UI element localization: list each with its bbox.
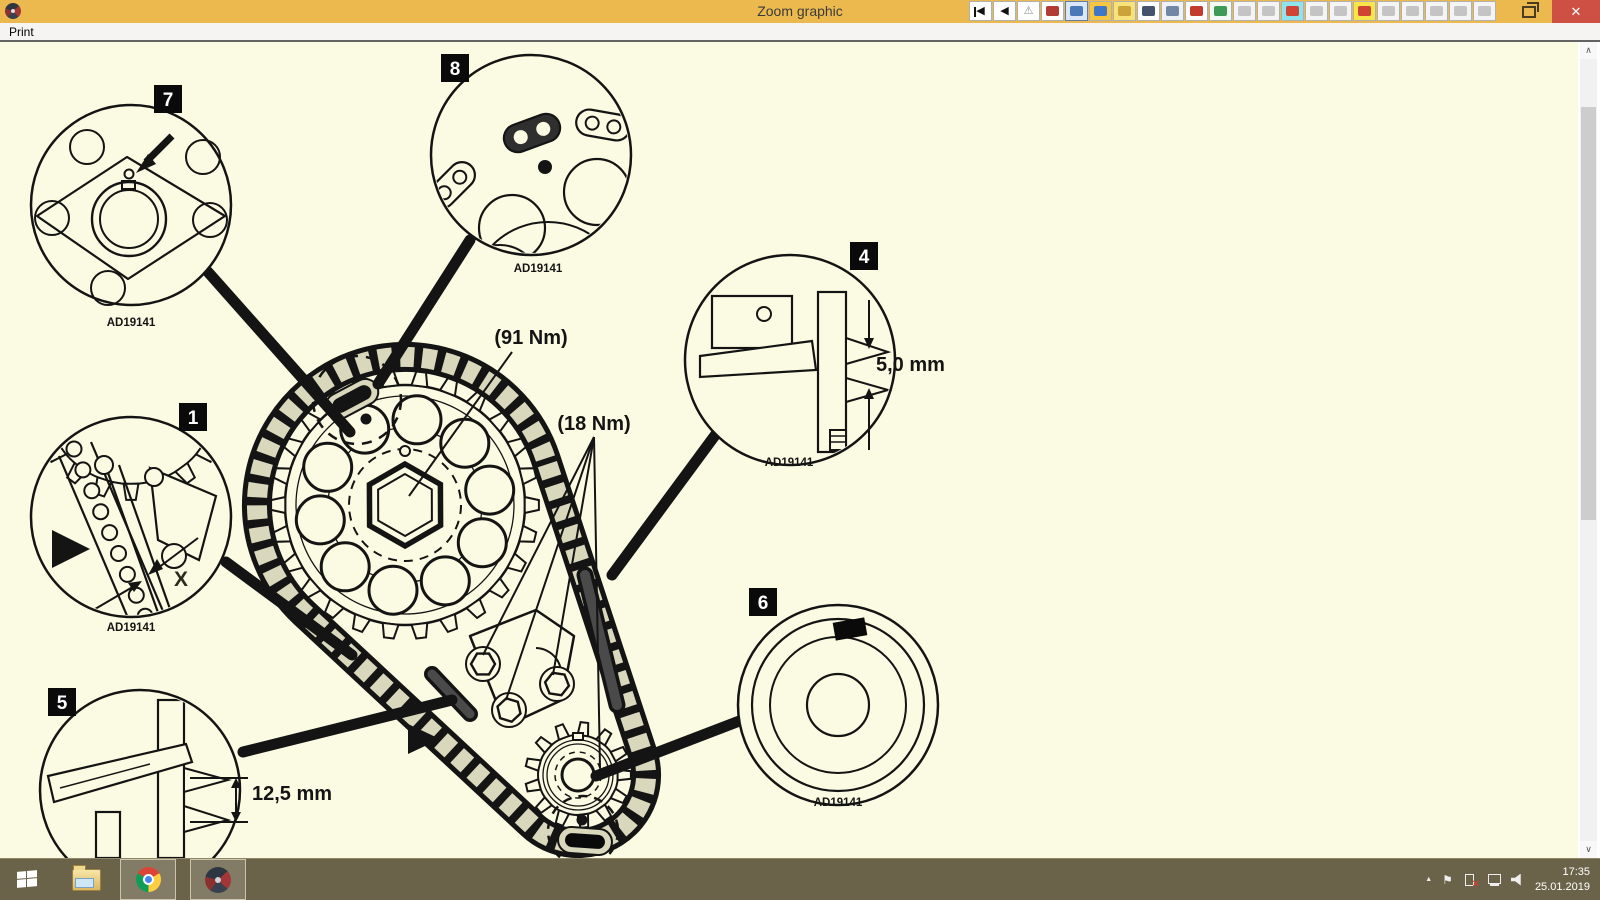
tools-icon[interactable]: [1065, 1, 1088, 21]
chrome-icon: [135, 867, 161, 892]
volume-icon[interactable]: [1510, 873, 1521, 886]
mechanic-icon[interactable]: [1377, 1, 1400, 21]
callout-number-box: [48, 688, 76, 716]
callout-7-number: 7: [163, 90, 174, 111]
callout-1-number: 1: [188, 408, 199, 429]
web-icon[interactable]: [1089, 1, 1112, 21]
taskbar-clock[interactable]: 17:35 25.01.2019: [1535, 865, 1590, 894]
disc-icon[interactable]: [1329, 1, 1352, 21]
workshop-disc-icon: [205, 866, 231, 893]
clock-time: 17:35: [1562, 866, 1590, 879]
callout-number-box: [850, 242, 878, 270]
windows-logo-icon: [16, 870, 38, 889]
taskbar-apps: [0, 859, 246, 900]
scroll-up-arrow[interactable]: ∧: [1580, 42, 1597, 59]
torque-label-camshaft: (91 Nm): [494, 327, 567, 349]
measurement-5mm: 5,0 mm: [876, 354, 945, 376]
display-icon[interactable]: [1041, 1, 1064, 21]
torque-annotations: [408, 351, 601, 769]
chrome-button[interactable]: [120, 859, 176, 900]
bulb-icon[interactable]: [1401, 1, 1424, 21]
restore-icon: [1522, 1, 1539, 18]
body-icon[interactable]: [1305, 1, 1328, 21]
scroll-thumb[interactable]: [1581, 107, 1596, 520]
usb-plug-shape: [1464, 873, 1474, 886]
dimension-x-label: X: [174, 568, 188, 591]
hidden-icons-chevron[interactable]: ▲: [1425, 876, 1433, 883]
network-screen-shape: [1487, 873, 1501, 884]
callout-8: 8 AD19141: [429, 53, 633, 275]
clock-date: 25.01.2019: [1534, 880, 1590, 893]
callout-7-caption: AD19141: [107, 317, 156, 329]
callout-5-number: 5: [57, 693, 68, 714]
app-disc-icon: [5, 3, 21, 19]
warning-icon[interactable]: ⚠: [1017, 1, 1040, 21]
close-button[interactable]: ✕: [1552, 0, 1600, 23]
timing-chain: [241, 341, 662, 858]
callout-4-caption: AD19141: [765, 457, 814, 469]
timing-chain-diagram: (91 Nm) (18 Nm) 7: [29, 53, 945, 858]
help-car-icon[interactable]: [1353, 1, 1376, 21]
manual-icon[interactable]: [1473, 1, 1496, 21]
hazard-icon[interactable]: [1425, 1, 1448, 21]
network-base-shape: [1489, 884, 1499, 886]
skip-start-icon[interactable]: ◀: [969, 1, 992, 21]
service-data-icon[interactable]: [1281, 1, 1304, 21]
callout-8-caption: AD19141: [514, 263, 563, 275]
callout-6: 6 AD19141: [736, 588, 940, 809]
callout-number-box: [441, 54, 469, 82]
back-icon[interactable]: ◀: [993, 1, 1016, 21]
taskbar: ▲ ⚑ ✕ 17:35 25.01.2019: [0, 858, 1600, 900]
torque-label-tensioner: (18 Nm): [557, 413, 630, 435]
mouse-icon[interactable]: [1113, 1, 1136, 21]
chain-guide-rails: [408, 566, 626, 754]
callout-8-number: 8: [450, 59, 461, 80]
usb-error-x: ✕: [1471, 878, 1480, 890]
menu-print[interactable]: Print: [9, 25, 34, 39]
callout-number-box: [154, 85, 182, 113]
file-explorer-button[interactable]: [66, 859, 106, 900]
network-icon[interactable]: [1487, 873, 1501, 886]
car-icon[interactable]: [1185, 1, 1208, 21]
wheel-icon[interactable]: [1137, 1, 1160, 21]
callout-4: 5,0 mm 4 AD19141: [683, 242, 945, 469]
crankshaft-sprocket: [524, 721, 632, 829]
callout-5: 12,5 mm 5: [38, 688, 332, 858]
callout-1: X 1 AD19141: [29, 403, 233, 634]
chain-timing-mark-bottom: [546, 794, 620, 858]
system-tray: ▲ ⚑ ✕ 17:35 25.01.2019: [1425, 859, 1590, 900]
callout-4-number: 4: [859, 247, 870, 268]
callout-6-number: 6: [758, 593, 769, 614]
callout-leaders: [202, 234, 748, 782]
lift-icon[interactable]: [1209, 1, 1232, 21]
window-title: Zoom graphic: [757, 3, 843, 19]
callout-number-box: [749, 588, 777, 616]
titlebar: Zoom graphic ◀◀⚠ ✕: [0, 0, 1600, 23]
menubar: Print: [0, 23, 1600, 42]
workshop-app-button[interactable]: [190, 859, 246, 900]
graphic-viewport: (91 Nm) (18 Nm) 7: [0, 42, 1578, 858]
chain-timing-mark-top: [311, 354, 403, 446]
callout-number-box: [179, 403, 207, 431]
measurement-12mm: 12,5 mm: [252, 783, 332, 805]
parts-icon[interactable]: [1161, 1, 1184, 21]
paint-icon[interactable]: [1257, 1, 1280, 21]
tyres-icon[interactable]: [1233, 1, 1256, 21]
callout-7: 7 AD19141: [29, 85, 233, 329]
callout-1-caption: AD19141: [107, 622, 156, 634]
folder-icon: [71, 864, 101, 891]
toolbar: ◀◀⚠: [969, 1, 1496, 21]
vertical-scrollbar[interactable]: ∧ ∨: [1580, 42, 1597, 858]
camshaft-sprocket: [270, 370, 540, 640]
usb-error-icon[interactable]: ✕: [1463, 873, 1480, 890]
close-icon: ✕: [1570, 3, 1582, 19]
scroll-down-arrow[interactable]: ∨: [1580, 841, 1597, 858]
start-button[interactable]: [10, 859, 44, 900]
towing-icon[interactable]: [1449, 1, 1472, 21]
restore-button[interactable]: [1506, 0, 1552, 23]
tensioner-bracket: [465, 608, 576, 728]
callout-6-caption: AD19141: [814, 797, 863, 809]
action-center-flag-icon[interactable]: ⚑: [1442, 872, 1453, 887]
